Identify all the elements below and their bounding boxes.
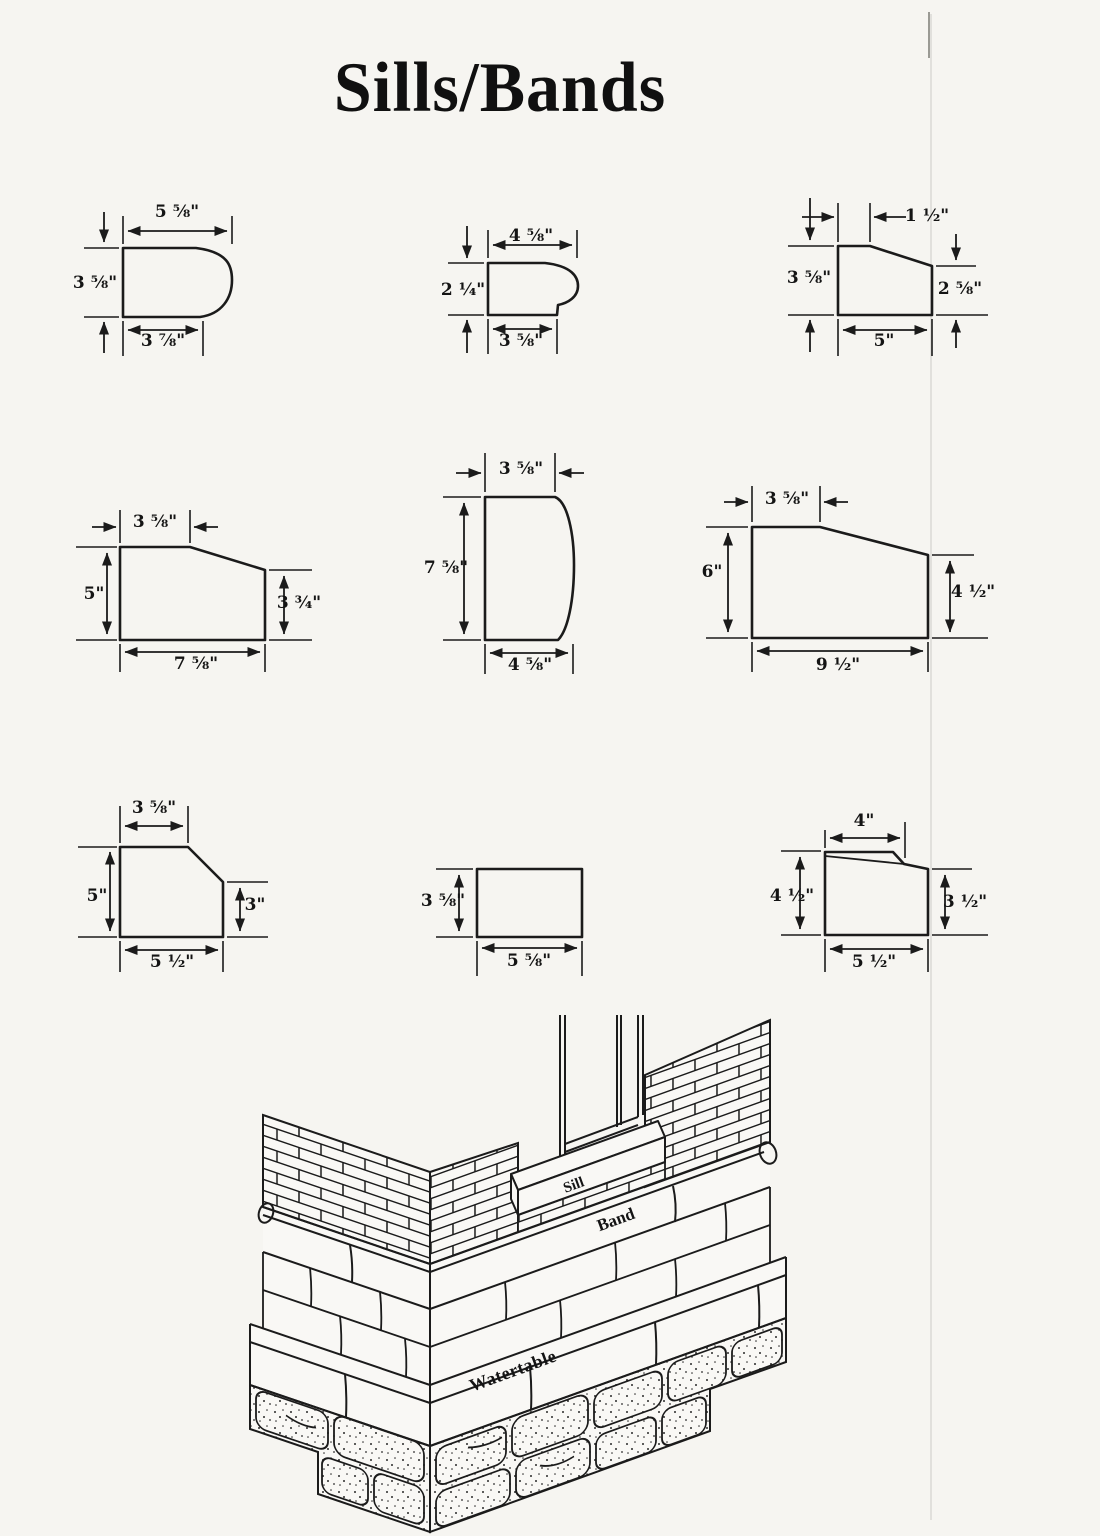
dim-label: 3" [244,895,266,915]
dim-label: 2 ⅝" [937,279,983,299]
dim-label: 3 ⅝" [498,459,544,479]
dim-label: 4 ½" [950,582,996,602]
dim-label: 5" [86,886,108,906]
dim-label: 4 ⅝" [508,226,554,246]
dim-label: 5 ½" [149,952,195,972]
dim-label: 3 ½" [942,892,988,912]
profile-bullnose-large [84,212,234,356]
dim-label: 3 ⅞" [140,331,186,351]
dim-label: 6" [701,562,723,582]
profile-curved-band [443,453,584,674]
dim-label: 3 ⅝" [131,798,177,818]
profile-wash [781,822,988,972]
dim-label: 3 ⅝" [72,273,118,293]
dim-label: 3 ⅝" [132,512,178,532]
page-title: Sills/Bands [333,47,667,127]
dim-label: 7 ⅝" [423,558,469,578]
profile-sloped-7 [76,510,312,672]
dim-label: 5" [873,331,895,351]
profile-chamfered [78,806,268,972]
dim-label: 9 ½" [815,655,861,675]
sill-course [510,1120,666,1216]
dim-label: 4 ⅝" [507,655,553,675]
dim-label: 5 ½" [851,952,897,972]
dim-label: 4" [853,811,875,831]
dim-label: 3 ¾" [276,593,322,613]
profile-sloped-5 [788,198,988,356]
ashlar-courses [262,1187,771,1378]
profile-sloped-9 [706,486,988,672]
dim-label: 4 ½" [769,886,815,906]
dim-label: 3 ⅝" [420,891,466,911]
dim-label: 5 ⅝" [154,202,200,222]
profile-bullnose-small [448,226,580,354]
watertable-course [249,1256,787,1447]
dim-label: 5 ⅝" [506,951,552,971]
wall-corner-illustration [249,1015,787,1534]
window-frame [559,1015,644,1156]
band-course [257,1141,778,1310]
dim-label: 7 ⅝" [173,654,219,674]
dim-label: 3 ⅝" [764,489,810,509]
dim-label: 1 ½" [904,206,950,226]
dim-label: 2 ¼" [440,280,486,300]
dim-label: 5" [83,584,105,604]
profile-rectangle [436,867,584,976]
dim-label: 3 ⅝" [786,268,832,288]
dim-label: 3 ⅝" [498,331,544,351]
